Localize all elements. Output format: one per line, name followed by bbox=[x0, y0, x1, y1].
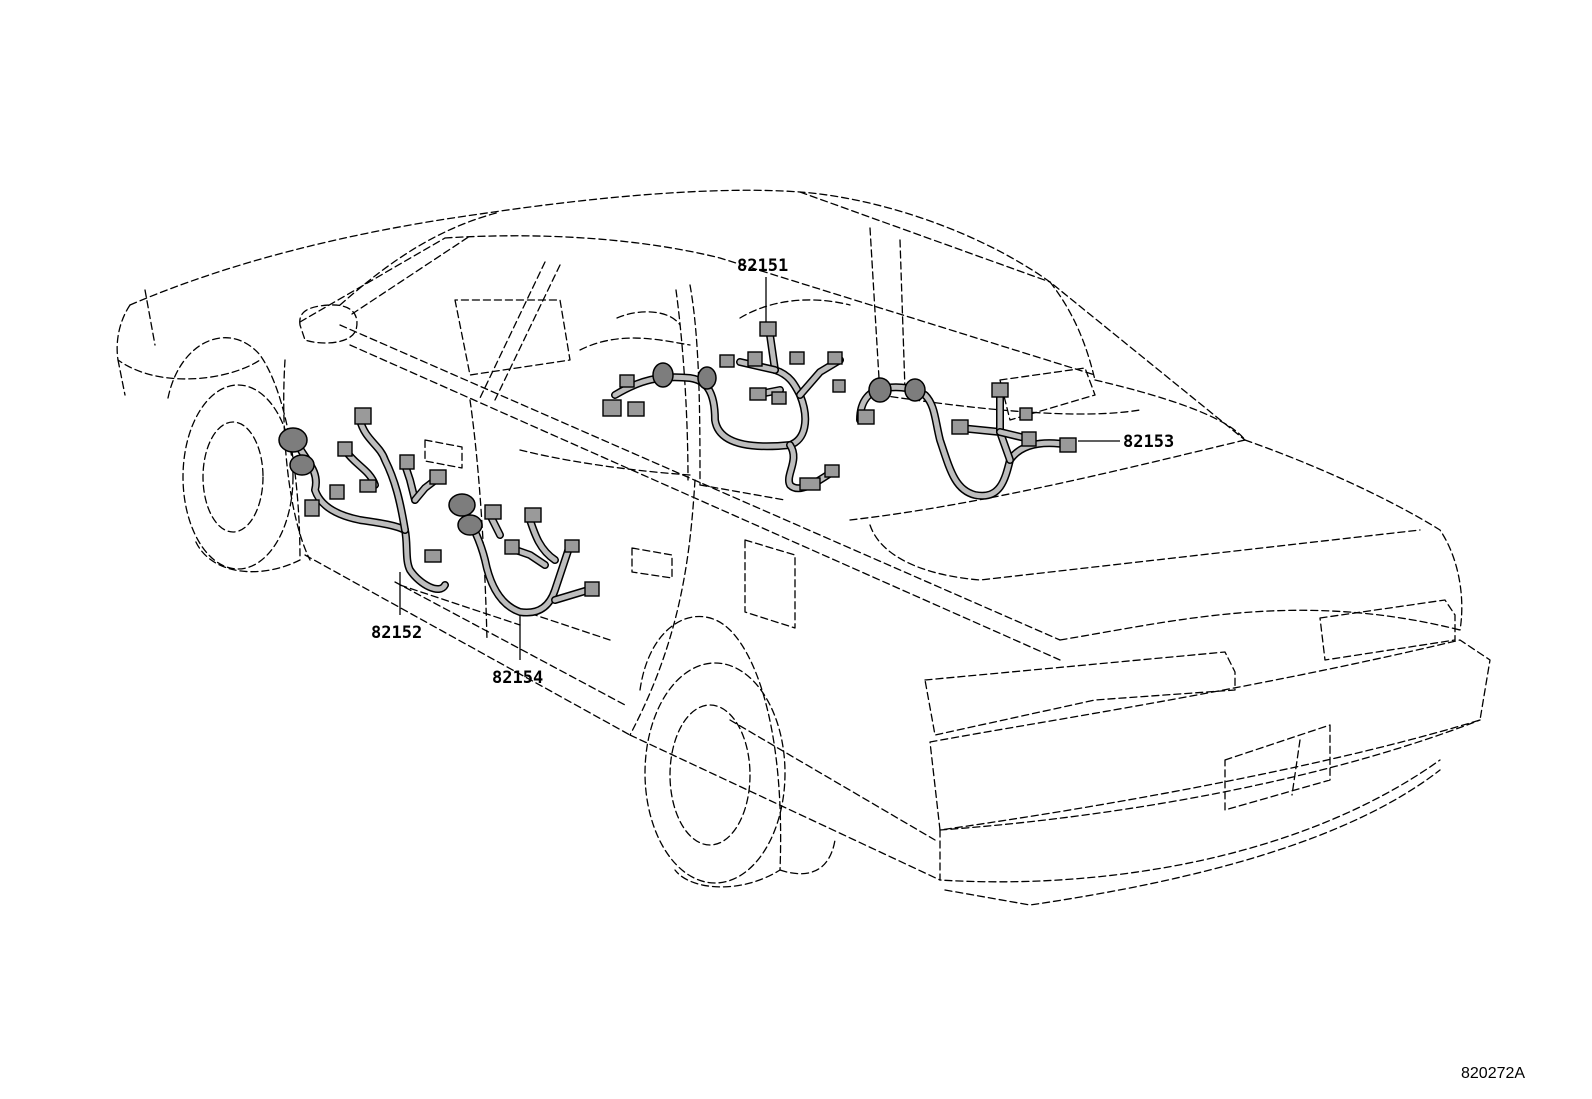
harness-82151 bbox=[602, 321, 846, 493]
harness-82154 bbox=[448, 493, 600, 617]
callout-82153[interactable]: 82153 bbox=[1123, 432, 1174, 452]
leader-lines bbox=[399, 277, 1120, 660]
harness-82152 bbox=[278, 407, 449, 593]
car-body-outline bbox=[116, 189, 1491, 906]
callout-82154[interactable]: 82154 bbox=[492, 668, 543, 688]
harness-82153 bbox=[856, 377, 1077, 500]
callout-82151[interactable]: 82151 bbox=[737, 256, 788, 276]
diagram-reference-code: 820272A bbox=[1461, 1065, 1525, 1082]
callout-82152[interactable]: 82152 bbox=[371, 623, 422, 643]
